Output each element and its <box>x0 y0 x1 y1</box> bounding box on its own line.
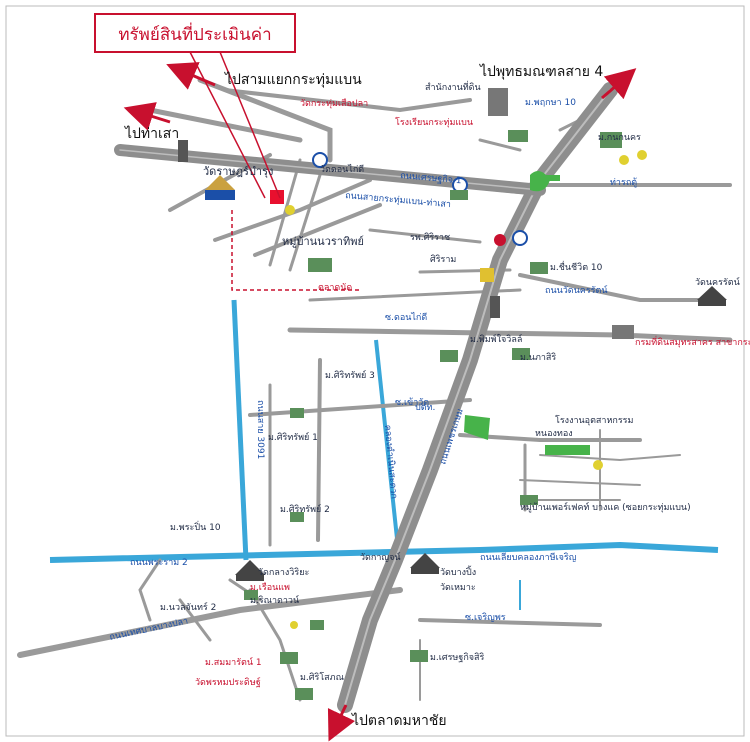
map-title: ทรัพย์สินที่ประเมินค่า <box>118 22 271 45</box>
label-moo-rin: ม.ริณาดาวน์ <box>250 594 299 606</box>
direction-west: ไปท่าเสา <box>124 125 179 142</box>
temple-icon <box>235 560 265 581</box>
road-label-r1: ถนนเศรษฐกิจ 1 <box>400 170 462 186</box>
label-moo-sammarat: ม.สมมารัตน์ 1 <box>205 656 262 668</box>
label-moo-siri3: ม.ศิริทรัพย์ 3 <box>325 369 375 381</box>
direction-north: ไปสามแยกกระทุ่มแบน <box>224 71 362 88</box>
direction-arrows <box>123 62 637 742</box>
label-moo-siri: ม.ศิริทรัพย์ 1 <box>268 431 318 443</box>
label-market: ตลาดนัด <box>318 283 352 293</box>
label-wat-ban: วัดบางปิ้ง <box>440 565 476 578</box>
road-label-r9: ซ.เจริญพร <box>465 612 506 623</box>
direction-northeast: ไปพุทธมณฑลสาย 4 <box>479 63 603 80</box>
map-frame <box>5 5 745 737</box>
label-office: สำนักงานที่ดิน <box>425 80 481 93</box>
minor-roads <box>17 77 733 702</box>
marker-icon <box>637 150 647 160</box>
label-moo-nap: ม.นภาสิริ <box>520 352 556 363</box>
label-wat-tha-rung: วัดราษฎร์บำรุง <box>203 165 273 178</box>
marker-icon <box>619 155 629 165</box>
label-factory: โรงงานอุตสาหกรรม <box>555 415 634 426</box>
temple-icon <box>410 553 440 574</box>
label-wat-kan: วัดกาญจน์ <box>360 551 401 563</box>
label-hospital: รพ.ศิริราช <box>410 232 450 243</box>
building-icon <box>490 296 500 318</box>
green-areas <box>464 171 590 455</box>
building-icon <box>612 325 634 339</box>
marker-icon <box>285 205 295 215</box>
label-moo-pha: ม.พระปิ่น 10 <box>170 520 221 533</box>
label-moo-sirikul: ม.ศิริโสภณ <box>300 672 344 683</box>
marker-icon <box>593 460 603 470</box>
road-label-r12: ซ.เข้าวัด <box>395 397 429 408</box>
label-moo-phut: ม.พิมพ์ใจวิลล์ <box>470 333 522 345</box>
temple-icon <box>697 286 727 306</box>
title-box: ทรัพย์สินที่ประเมินค่า <box>94 13 296 199</box>
temple-icon <box>205 175 235 200</box>
label-pump: ปตท. <box>415 403 435 413</box>
main-highway <box>114 82 618 713</box>
road-label-r4: ถนนพระราม 2 <box>130 558 188 568</box>
label-moo-ruen: ม.เรือนแพ <box>250 582 290 593</box>
road-label-r8: ซ.ดอนไก่ดี <box>385 312 427 323</box>
label-siri-nakarin: ศิริราม <box>430 254 456 265</box>
direction-south: ไปตลาดมหาชัย <box>351 712 447 729</box>
label-moo-chuen: ม.ชื่นชีวิต 10 <box>550 260 603 273</box>
label-moo-setthee: ม.เศรษฐกิจสิริ <box>430 652 485 663</box>
label-moo-phasuk: ม.พฤกษา 10 <box>525 98 576 108</box>
label-bus-terminal: ท่ารถตู้ <box>610 177 637 188</box>
label-moo-siri2: ม.ศิริทรัพย์ 2 <box>280 503 330 515</box>
marker-icon <box>290 621 298 629</box>
label-wat-krathum: วัดกระทุ่มเสือปลา <box>300 98 368 109</box>
label-moo-kanok: ม.กนกนคร <box>598 133 641 143</box>
label-moo-baan-nawarat: หมู่บ้านนวราทิพย์ <box>282 235 364 248</box>
marker-icon <box>312 152 328 168</box>
property-boundary <box>231 190 360 291</box>
building-icon <box>488 88 508 116</box>
road-label-r6: ถนนสาย 3091 <box>255 400 265 459</box>
house-icon-group <box>244 130 622 700</box>
label-wat-don: วัดดอนไก่ดี <box>320 164 364 175</box>
label-wat-klang: วัดกลางวิริยะ <box>258 567 309 578</box>
building-icon <box>178 140 188 162</box>
label-zone: หมู่บ้านเพอร์เฟคท์ บางแค (ซอยกระทุ่มแบน) <box>520 501 691 513</box>
landmark-icons <box>178 88 727 700</box>
label-wat-samut: วัดนครรัตน์ <box>695 276 740 288</box>
canal-network <box>49 299 719 610</box>
label-wat-pon: วัดพรหมประดิษฐ์ <box>195 676 261 688</box>
property-marker <box>270 190 284 204</box>
landmark-dot-icon <box>494 234 506 246</box>
label-moo-nuan: ม.นวลจันทร์ 2 <box>160 601 216 613</box>
label-nong-tong: หนองทอง <box>535 429 573 439</box>
road-label-r5: ถนนเลียบคลองภาษีเจริญ <box>480 552 577 563</box>
road-label-r11: ถนนวัดนครรัตน์ <box>545 284 608 296</box>
label-school: โรงเรียนกระทุ่มแบน <box>395 117 473 128</box>
label-wat-mao: วัดเหมาะ <box>440 583 476 593</box>
label-department: กรมที่ดินสมุทรสาคร สาขากระทุ่มแบน <box>635 335 750 348</box>
market-icon <box>480 268 494 282</box>
marker-icon <box>512 230 528 246</box>
